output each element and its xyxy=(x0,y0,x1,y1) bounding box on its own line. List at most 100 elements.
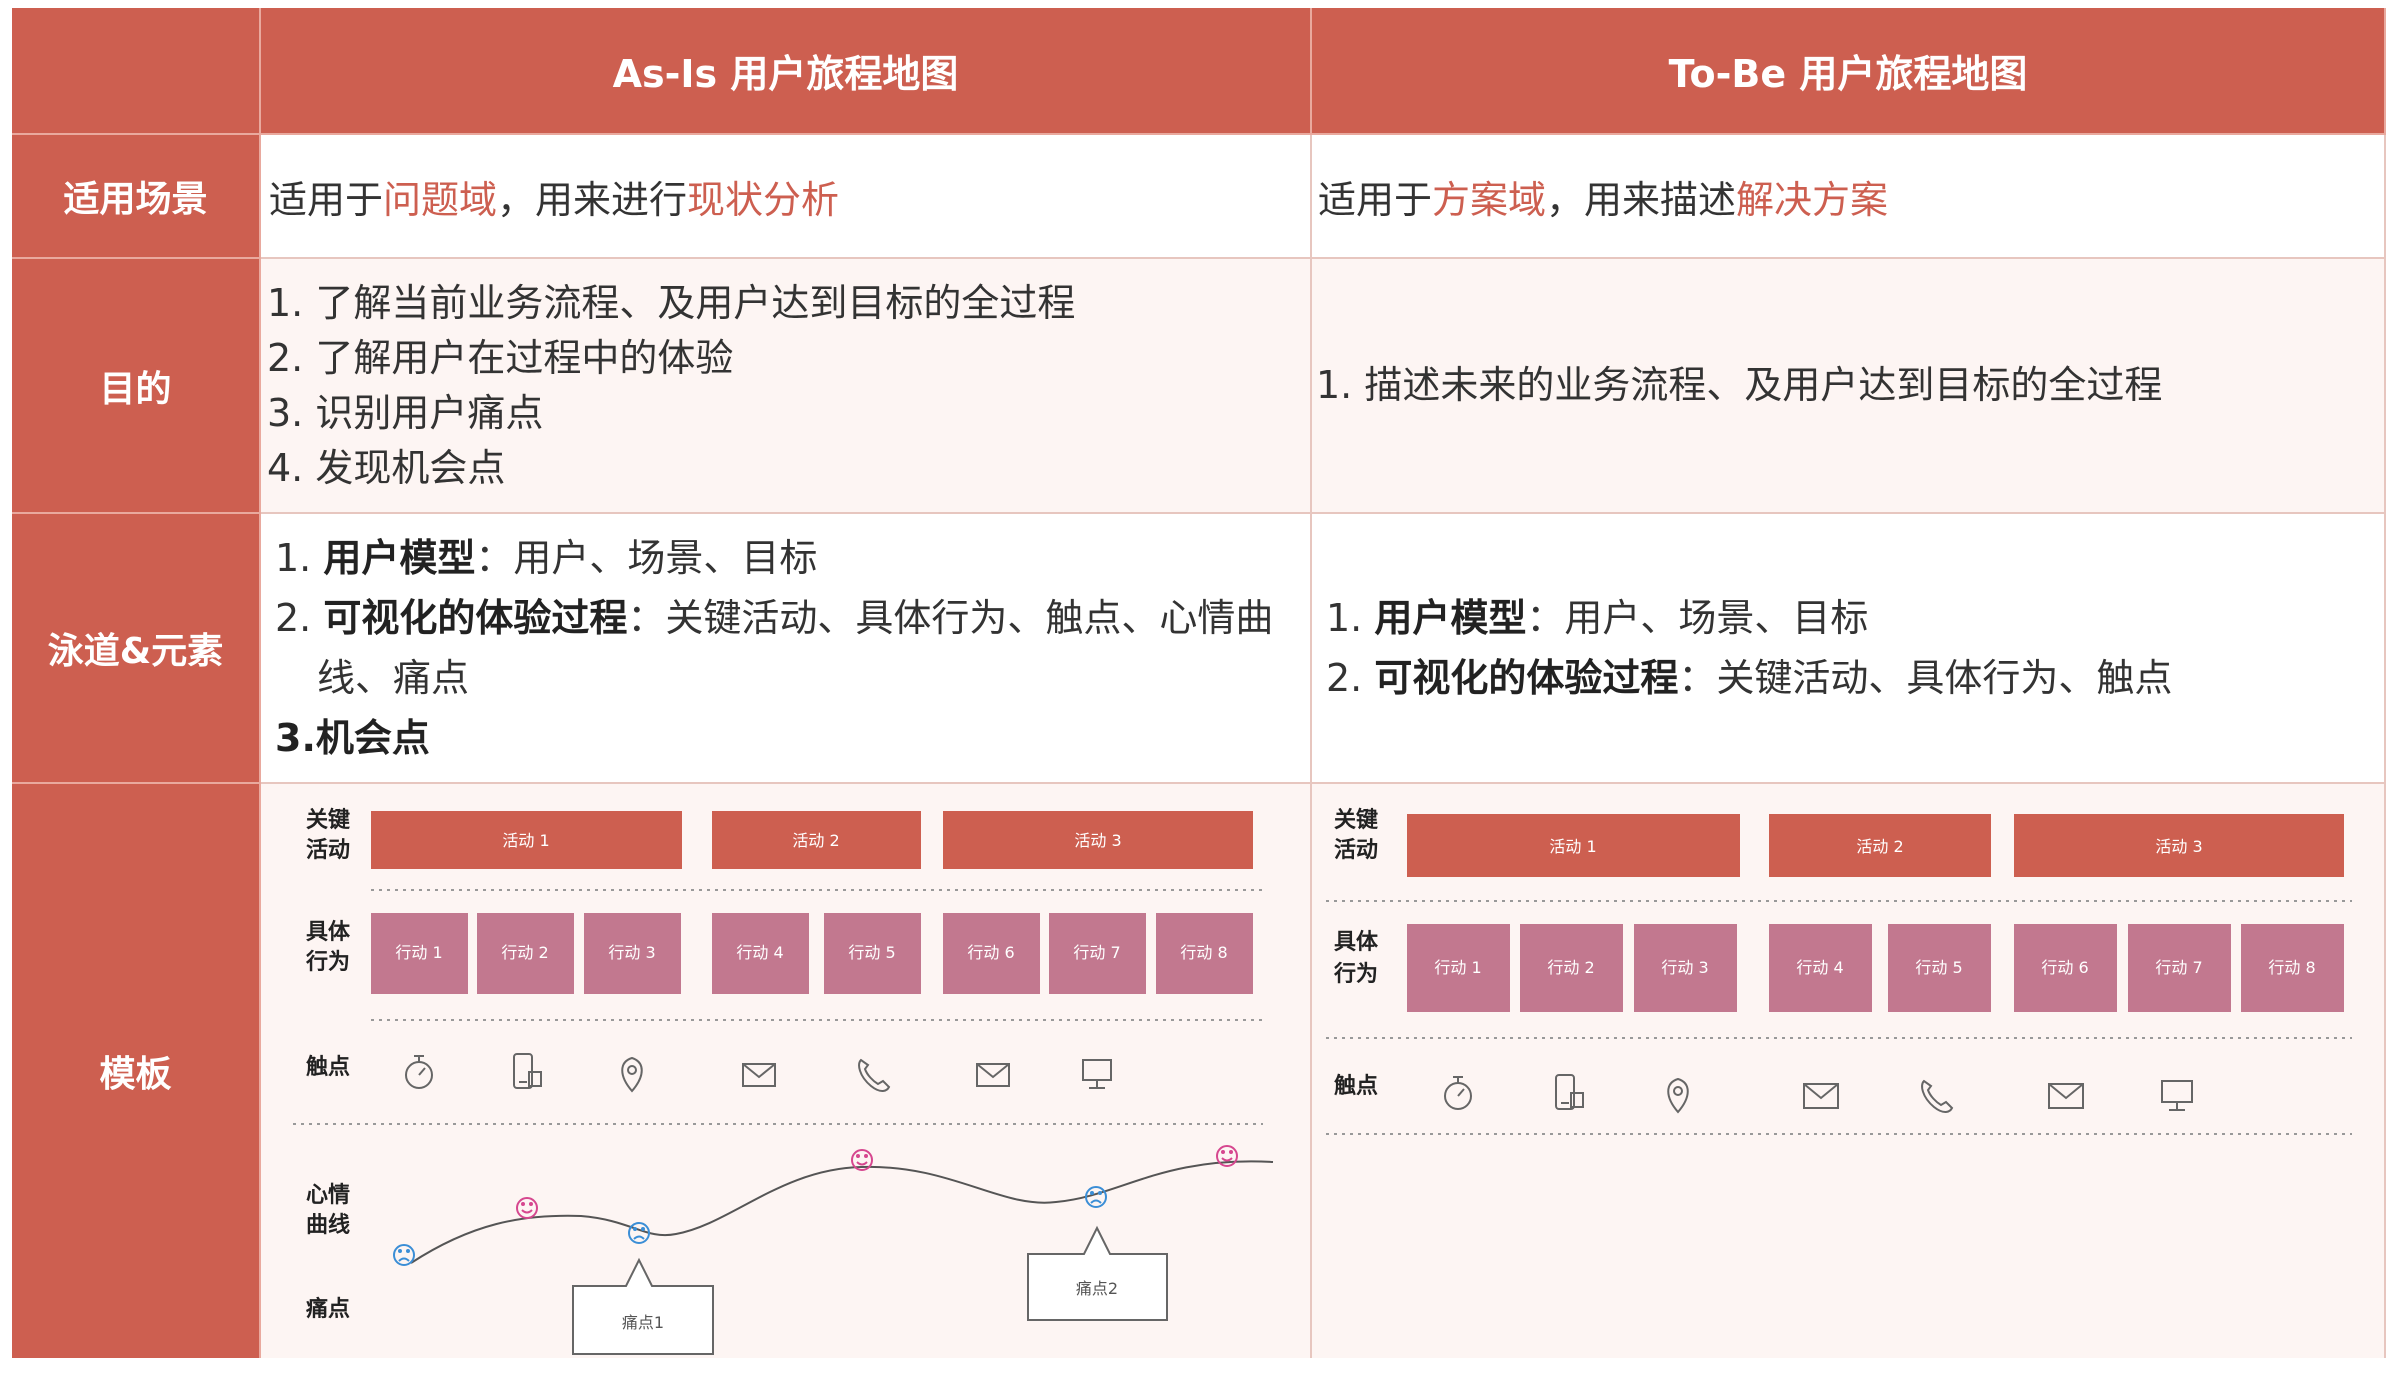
happy-face-icon xyxy=(1216,1145,1238,1167)
lane-item-bold: 3.机会点 xyxy=(275,716,430,760)
lane-label-key-activity: 活动 xyxy=(306,838,350,863)
action-label: 行动 5 xyxy=(1915,958,1962,977)
activity-box xyxy=(943,811,1253,869)
lane-label-behavior: 具体 xyxy=(306,920,351,945)
activity-box xyxy=(1769,814,1991,877)
action-box xyxy=(584,913,681,994)
lane-item-continuation: 线、痛点 xyxy=(317,656,470,700)
activity-label: 活动 1 xyxy=(1549,837,1596,856)
lane-label-mood: 曲线 xyxy=(306,1212,350,1238)
lane-item-user-model: 1. 用户模型：用户、场景、目标 xyxy=(1326,588,2384,648)
action-label: 行动 6 xyxy=(967,943,1014,962)
action-box xyxy=(1156,913,1253,994)
lane-item-text: ：关键活动、具体行为、触点、心情曲 xyxy=(627,596,1274,640)
scenario-text-part: ，用来描述 xyxy=(1546,177,1737,222)
lane-label-behavior: 具体 xyxy=(1334,930,1379,955)
lane-item-visual-process: 2. 可视化的体验过程：关键活动、具体行为、触点 xyxy=(1326,648,2384,708)
action-box xyxy=(371,913,468,994)
mail-icon xyxy=(1803,1083,1839,1109)
asis-scenario-cell: 适用于问题域，用来进行现状分析 xyxy=(261,135,1312,259)
action-label: 行动 8 xyxy=(1180,943,1227,962)
lane-label-key-activity: 活动 xyxy=(1334,838,1378,863)
action-box xyxy=(1520,924,1623,1012)
lane-item-text: ：关键活动、具体行为、触点 xyxy=(1678,656,2173,700)
action-box xyxy=(1049,913,1146,994)
phone-icon xyxy=(858,1058,891,1092)
purpose-item: 2. 了解用户在过程中的体验 xyxy=(267,335,734,380)
action-label: 行动 3 xyxy=(1661,958,1708,977)
lane-label-key-activity: 关键 xyxy=(1334,807,1378,833)
action-label: 行动 4 xyxy=(736,943,783,962)
action-label: 行动 3 xyxy=(608,943,655,962)
tobe-journey-template: 关键 活动 具体 行为 触点 活动 1 活动 2 活动 3 行动 1 行动 2 … xyxy=(1326,807,2352,1135)
pain-point-callout xyxy=(1027,1225,1168,1321)
scenario-text-part: 适用于 xyxy=(1318,177,1433,222)
action-box xyxy=(2241,924,2344,1012)
action-box xyxy=(1769,924,1872,1012)
pain-point-label: 痛点1 xyxy=(622,1313,664,1332)
lane-item-visual-process: 2. 可视化的体验过程：关键活动、具体行为、触点、心情曲 xyxy=(275,588,1310,648)
lane-label-behavior: 行为 xyxy=(1333,961,1378,987)
tobe-column-header: To-Be 用户旅程地图 xyxy=(1312,8,2386,135)
journey-map-comparison-table: As-Is 用户旅程地图 To-Be 用户旅程地图 适用场景 适用于问题域，用来… xyxy=(12,8,2386,1358)
action-box xyxy=(1888,924,1991,1012)
lane-item-number: 2. xyxy=(275,596,324,640)
scenario-accent-problem-domain: 问题域 xyxy=(383,177,498,222)
action-label: 行动 7 xyxy=(1073,943,1120,962)
lane-item-number: 1. xyxy=(275,536,324,580)
activity-label: 活动 3 xyxy=(2155,837,2202,856)
lane-label-pain: 痛点 xyxy=(306,1296,350,1322)
tobe-template-cell: 关键 活动 具体 行为 触点 活动 1 活动 2 活动 3 行动 1 行动 2 … xyxy=(1312,784,2386,1358)
phone-icon xyxy=(1921,1079,1954,1113)
activity-label: 活动 1 xyxy=(502,831,549,850)
lane-item-text: ：用户、场景、目标 xyxy=(475,536,818,580)
activity-box xyxy=(371,811,682,869)
action-label: 行动 4 xyxy=(1796,958,1843,977)
location-pin-icon xyxy=(1667,1077,1689,1114)
tobe-scenario-cell: 适用于方案域，用来描述解决方案 xyxy=(1312,135,2386,259)
tobe-lanes-cell: 1. 用户模型：用户、场景、目标 2. 可视化的体验过程：关键活动、具体行为、触… xyxy=(1312,514,2386,784)
mobile-icon xyxy=(513,1053,542,1089)
action-box xyxy=(824,913,921,994)
lane-item-bold: 可视化的体验过程 xyxy=(1374,656,1679,700)
action-label: 行动 8 xyxy=(2268,958,2315,977)
action-label: 行动 1 xyxy=(1434,958,1481,977)
action-box xyxy=(477,913,574,994)
activity-box xyxy=(1407,814,1740,877)
activity-label: 活动 2 xyxy=(1856,837,1903,856)
monitor-icon xyxy=(2161,1080,2193,1111)
lane-item-opportunity: 3.机会点 xyxy=(275,708,1310,768)
lane-item-bold: 用户模型 xyxy=(323,536,476,580)
mail-icon xyxy=(742,1063,776,1087)
mobile-icon xyxy=(1555,1074,1584,1110)
purpose-item: 1. 了解当前业务流程、及用户达到目标的全过程 xyxy=(267,280,1076,325)
row-header-lanes-elements: 泳道&元素 xyxy=(12,514,261,784)
action-label: 行动 1 xyxy=(395,943,442,962)
action-label: 行动 7 xyxy=(2155,958,2202,977)
activity-box xyxy=(2014,814,2344,877)
purpose-item: 3. 识别用户痛点 xyxy=(267,390,544,435)
stopwatch-icon xyxy=(1444,1076,1472,1110)
corner-header-cell xyxy=(12,8,261,135)
mood-curve-line xyxy=(410,1160,1274,1264)
monitor-icon xyxy=(1082,1059,1112,1089)
stopwatch-icon xyxy=(405,1055,433,1089)
mail-icon xyxy=(976,1063,1010,1087)
sad-face-icon xyxy=(1085,1186,1107,1208)
lane-label-behavior: 行为 xyxy=(305,949,350,975)
sad-face-icon xyxy=(393,1244,415,1266)
scenario-text-part: ，用来进行 xyxy=(497,177,688,222)
row-header-template: 模板 xyxy=(12,784,261,1358)
row-header-scenario: 适用场景 xyxy=(12,135,261,259)
lane-item-text: ：用户、场景、目标 xyxy=(1526,596,1869,640)
row-header-purpose: 目的 xyxy=(12,259,261,514)
lane-item-user-model: 1. 用户模型：用户、场景、目标 xyxy=(275,528,1310,588)
action-box xyxy=(1407,924,1510,1012)
action-box xyxy=(1634,924,1737,1012)
action-label: 行动 2 xyxy=(501,943,548,962)
scenario-accent-status-analysis: 现状分析 xyxy=(687,177,840,222)
activity-label: 活动 2 xyxy=(792,831,839,850)
lane-item-number: 1. xyxy=(1326,596,1375,640)
scenario-text-part: 适用于 xyxy=(269,177,384,222)
action-box xyxy=(712,913,809,994)
